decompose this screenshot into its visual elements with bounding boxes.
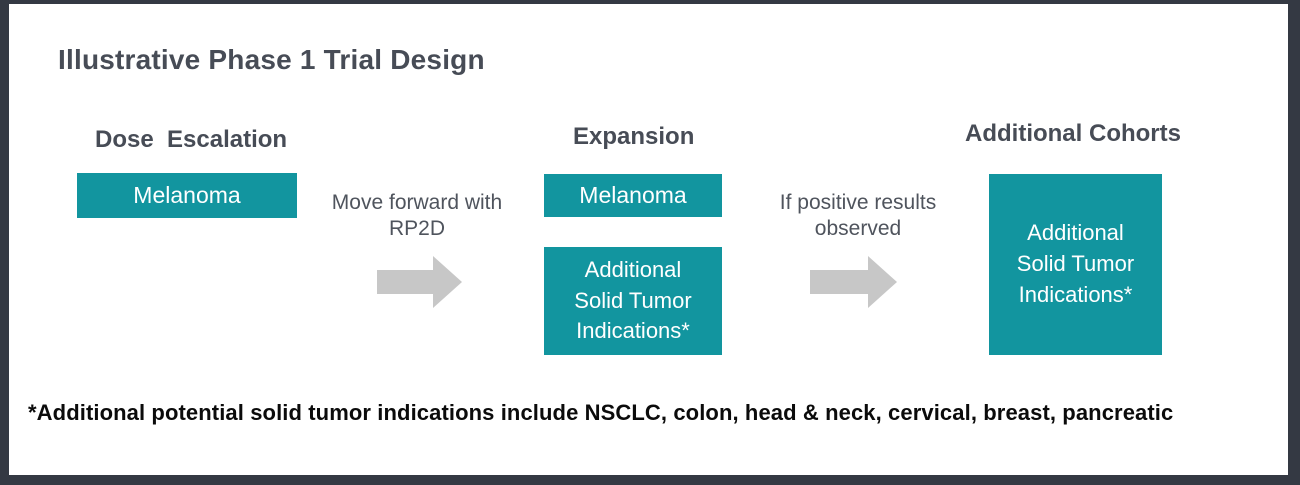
arrow-label-line: observed [814,216,902,240]
slide-title: Illustrative Phase 1 Trial Design [58,44,485,75]
footnote: *Additional potential solid tumor indica… [28,400,1174,425]
arrow-label-line: Move forward with [331,191,503,214]
arrow-label-line: RP2D [388,216,446,240]
arrow-label-line: If positive results [779,191,937,214]
right-block-arrow-icon [377,256,462,308]
column-header-dose-escalation: Dose Escalation [95,126,288,153]
right-block-arrow-icon [810,256,897,308]
slide-canvas: Illustrative Phase 1 Trial Design Dose E… [9,4,1288,475]
column-header-additional-cohorts: Additional Cohorts [965,120,1181,147]
column-header-expansion: Expansion [573,123,695,150]
arrow-label-positive-results: If positive results observed [758,190,958,241]
box-additional-solid-tumor-expansion: Additional Solid Tumor Indications* [544,247,722,355]
box-melanoma-dose-escalation: Melanoma [77,173,297,218]
box-melanoma-expansion: Melanoma [544,174,722,217]
box-additional-solid-tumor-cohorts: Additional Solid Tumor Indications* [989,174,1162,355]
arrow-label-move-forward-rp2d: Move forward with RP2D [317,190,517,241]
